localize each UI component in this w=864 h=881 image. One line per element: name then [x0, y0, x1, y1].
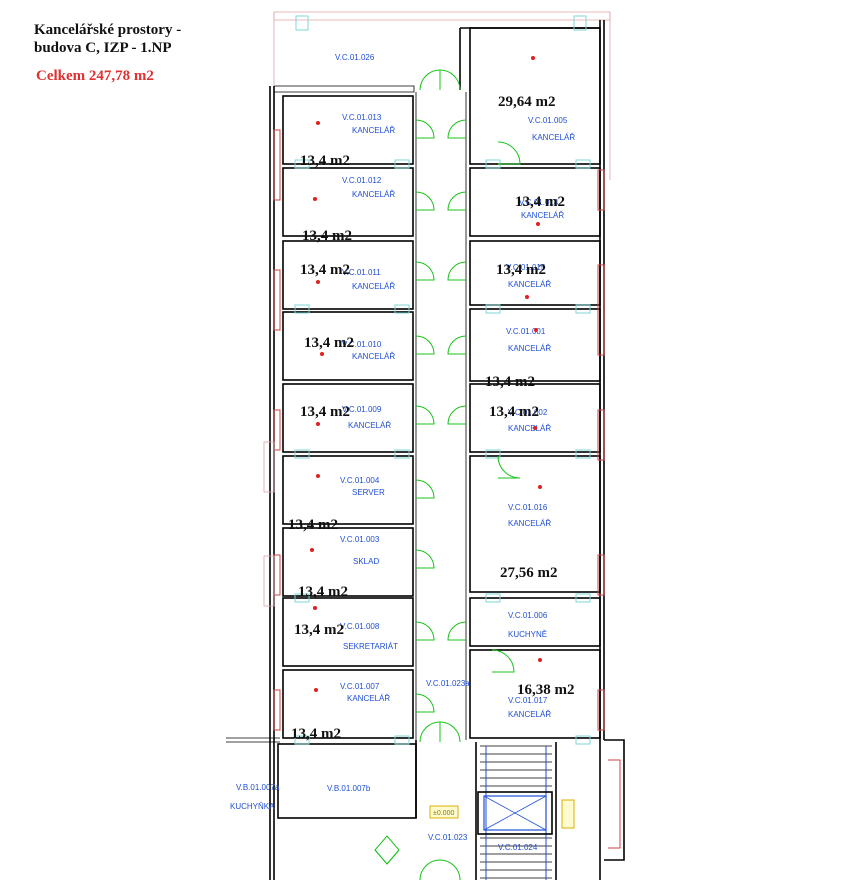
room-area: 13,4 m2 [489, 404, 539, 420]
room-code: V.B.01.007b [327, 784, 371, 793]
room-type: KANCELÁŘ [508, 519, 551, 528]
room-code: V.C.01.004 [340, 476, 380, 485]
room-area: 29,64 m2 [498, 94, 556, 110]
room-marker-dot [534, 328, 538, 332]
room-code: V.C.01.024 [498, 843, 538, 852]
room-marker-dot [313, 197, 317, 201]
room-code: V.C.01.011 [342, 268, 381, 277]
room-area: 13,4 m2 [291, 726, 341, 742]
room-marker-dot [316, 280, 320, 284]
room-area: 13,4 m2 [300, 404, 350, 420]
room-marker-dot [536, 222, 540, 226]
elevation-marks: ±0.000 [429, 799, 575, 829]
room-marker-dot [525, 295, 529, 299]
staircase [477, 745, 553, 880]
room-area: 13,4 m2 [300, 153, 350, 169]
room-type: KANCELÁŘ [348, 421, 391, 430]
room-marker-dot [316, 422, 320, 426]
room-code: V.C.01.007 [340, 682, 380, 691]
room-type: KANCELÁŘ [508, 424, 551, 433]
room-code: V.C.01.005 [528, 116, 568, 125]
room-type: KANCELÁŘ [508, 710, 551, 719]
room-type: KANCELÁŘ [347, 694, 390, 703]
room-code: V.C.01.015 [506, 263, 546, 272]
plan-title-line2: budova C, IZP - 1.NP [34, 40, 172, 56]
right-rooms [469, 27, 601, 739]
room-marker-dot [316, 474, 320, 478]
room-area: 13,4 m2 [515, 194, 565, 210]
room-code: V.C.01.008 [340, 622, 380, 631]
room-type: SERVER [352, 488, 385, 497]
room-type: KUCHYŇKA [230, 802, 275, 811]
room-code: V.C.01.003 [340, 535, 380, 544]
room-marker-dot [310, 548, 314, 552]
room-marker-dot [538, 658, 542, 662]
room-code: V.C.01.002 [508, 408, 548, 417]
room-marker-dot [316, 121, 320, 125]
room-type: KANCELÁŘ [521, 211, 564, 220]
room-marker-dot [533, 426, 537, 430]
windows [263, 15, 605, 745]
room-code: V.B.01.007a [236, 783, 280, 792]
room-marker-dot [314, 688, 318, 692]
room-code: V.C.01.023a [426, 679, 470, 688]
doors [374, 69, 521, 881]
room-marker-dot [531, 56, 535, 60]
room-type: KUCHYNĚ [508, 630, 547, 639]
room-area: 13,4 m2 [496, 262, 546, 278]
room-code: V.C.01.009 [342, 405, 382, 414]
room-area: 16,38 m2 [517, 682, 575, 698]
plan-title-line1: Kancelářské prostory - [34, 22, 182, 38]
room-type: SEKRETARIÁT [343, 642, 398, 651]
room-code: V.C.01.026 [335, 53, 375, 62]
room-area: 13,4 m2 [302, 228, 352, 244]
room-type: KANCELÁŘ [508, 344, 551, 353]
room-area: 13,4 m2 [288, 517, 338, 533]
corridor [415, 92, 557, 880]
room-type: KANCELÁŘ [352, 190, 395, 199]
room-marker-dot [313, 606, 317, 610]
outer-walls [226, 11, 625, 880]
room-code: V.C.01.014 [519, 198, 559, 207]
room-type: KANCELÁŘ [532, 133, 575, 142]
room-marker-dot [538, 485, 542, 489]
room-code: V.C.01.006 [508, 611, 548, 620]
total-area: Celkem 247,78 m2 [36, 68, 154, 84]
room-type: KANCELÁŘ [352, 352, 395, 361]
room-area: 13,4 m2 [485, 374, 535, 390]
room-code: V.C.01.016 [508, 503, 548, 512]
room-area: 27,56 m2 [500, 565, 558, 581]
room-code: V.C.01.013 [342, 113, 382, 122]
room-code: V.C.01.001 [506, 327, 546, 336]
room-type: KANCELÁŘ [352, 126, 395, 135]
room-area: 13,4 m2 [304, 335, 354, 351]
room-area: 13,4 m2 [294, 622, 344, 638]
room-type: SKLAD [353, 557, 379, 566]
room-code: V.C.01.017 [508, 696, 548, 705]
room-code: V.C.01.023 [428, 833, 468, 842]
room-type: KANCELÁŘ [352, 282, 395, 291]
room-area: 13,4 m2 [298, 584, 348, 600]
room-code: V.C.01.010 [342, 340, 382, 349]
room-code: V.C.01.012 [342, 176, 382, 185]
elevation-mark: ±0.000 [433, 810, 454, 817]
room-type: KANCELÁŘ [508, 280, 551, 289]
room-area: 13,4 m2 [300, 262, 350, 278]
room-marker-dot [320, 352, 324, 356]
